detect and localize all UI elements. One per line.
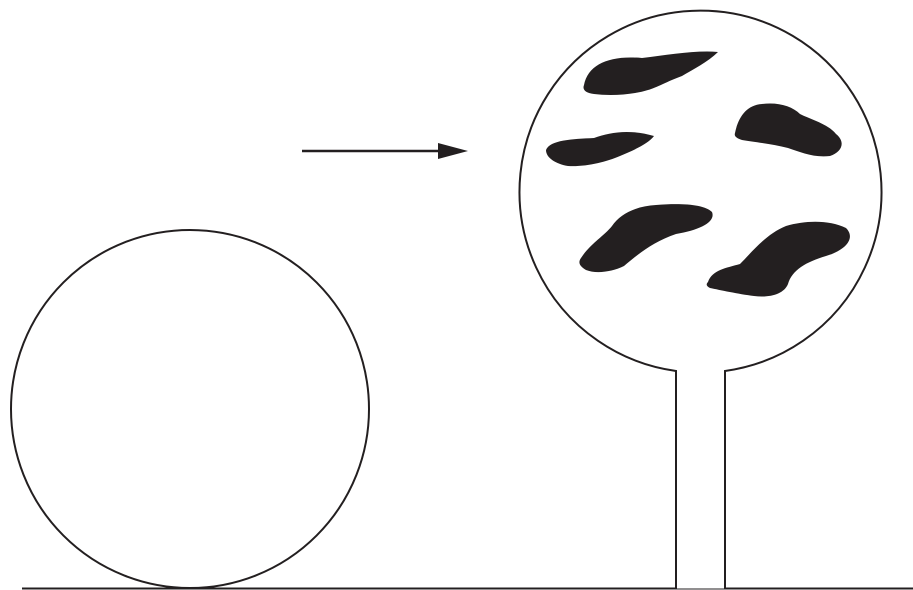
plain-circle <box>11 230 369 588</box>
transformation-arrow <box>302 143 468 159</box>
lollipop-outline <box>520 11 882 589</box>
arrow-head <box>438 143 468 159</box>
